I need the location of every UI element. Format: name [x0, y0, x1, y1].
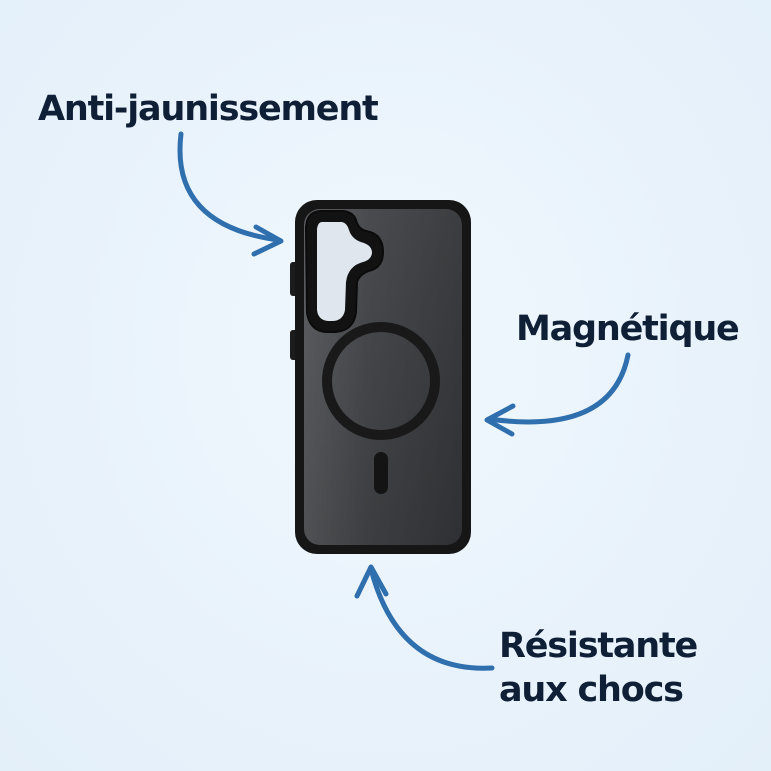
arrow-resistante — [354, 564, 495, 671]
arrow-anti-jaunissement — [177, 131, 284, 257]
arrow-magnetique — [484, 352, 631, 437]
feature-label-shock-line2: aux chocs — [499, 670, 684, 710]
alignment-slot — [374, 452, 388, 494]
feature-label-shock-line1: Résistante — [499, 626, 698, 666]
phone-case-image — [295, 200, 471, 554]
magnet-ring — [322, 322, 440, 440]
feature-label-magnetic: Magnétique — [516, 309, 740, 349]
feature-label-shock-resistant: Résistante aux chocs — [499, 624, 698, 712]
feature-label-anti-yellowing: Anti-jaunissement — [38, 89, 379, 129]
